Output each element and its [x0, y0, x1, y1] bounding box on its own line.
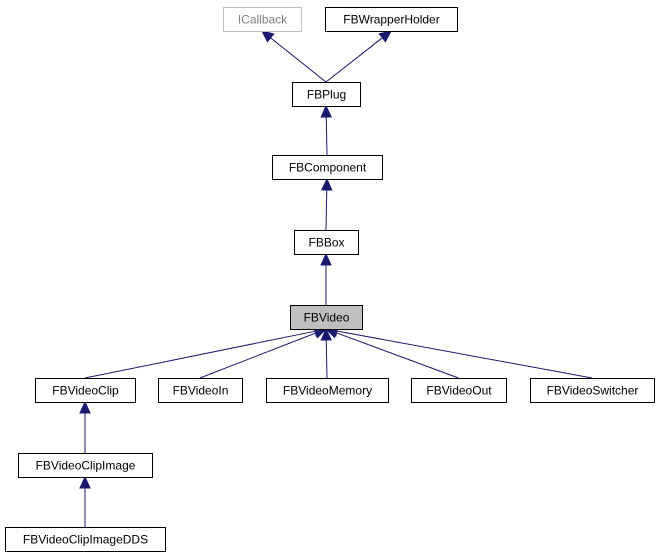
inheritance-edge — [320, 327, 333, 379]
class-node-label: FBWrapperHolder — [343, 13, 439, 27]
inheritance-edge — [199, 327, 328, 379]
class-node-box — [272, 155, 383, 180]
class-node-label: ICallback — [238, 13, 288, 27]
nodes-layer: ICallback FBWrapperHolderFBPlugFBComponen… — [5, 7, 655, 552]
inheritance-arrowhead — [320, 177, 333, 191]
class-node-label: FBVideoClipImage — [36, 459, 136, 473]
inheritance-arrowhead — [320, 327, 333, 341]
class-node-label: FBBox — [308, 236, 344, 250]
class-node-fbvideomemory[interactable]: FBVideoMemory — [266, 378, 389, 403]
class-node-label: FBComponent — [289, 161, 367, 175]
class-node-label: FBVideoClipImageDDS — [23, 533, 148, 547]
class-node-box — [5, 527, 166, 552]
class-node-box — [411, 378, 507, 403]
inheritance-arrowhead — [320, 252, 332, 266]
inheritance-edge — [320, 252, 332, 305]
class-node-box — [158, 378, 243, 403]
class-node-box — [18, 453, 153, 478]
class-node-label: FBVideoIn — [173, 384, 229, 398]
class-node-fbvideoout[interactable]: FBVideoOut — [411, 378, 507, 403]
class-node-label: FBVideoMemory — [283, 384, 372, 398]
inheritance-arrowhead — [79, 475, 91, 489]
inheritance-arrowhead — [261, 30, 275, 43]
class-node-fbwrapperholder[interactable]: FBWrapperHolder — [325, 7, 458, 32]
class-node-box — [35, 378, 136, 403]
class-node-label: FBVideo — [304, 311, 350, 325]
inheritance-edge — [261, 30, 327, 83]
class-node-fbvideo: FBVideo — [290, 305, 363, 330]
inheritance-edge — [324, 325, 593, 379]
class-node-label: FBVideoOut — [426, 384, 492, 398]
class-node-fbplug[interactable]: FBPlug — [292, 82, 361, 107]
inheritance-edge — [325, 30, 392, 83]
inheritance-edge — [79, 400, 91, 453]
class-node-box — [325, 7, 458, 32]
class-node-icallback[interactable]: ICallback — [223, 7, 302, 32]
inheritance-arrowhead — [320, 104, 333, 118]
class-node-box — [223, 7, 302, 32]
edges-layer — [79, 30, 593, 527]
inheritance-arrowhead — [79, 400, 91, 414]
class-node-label: FBPlug — [307, 88, 346, 102]
class-node-fbcomponent[interactable]: FBComponent — [272, 155, 383, 180]
inheritance-arrowhead — [378, 30, 392, 43]
inheritance-edge — [320, 104, 333, 156]
class-node-box — [294, 230, 359, 255]
class-node-label: FBVideoClip — [52, 384, 119, 398]
class-node-fbbox[interactable]: FBBox — [294, 230, 359, 255]
class-node-fbvideoclipimage[interactable]: FBVideoClipImage — [18, 453, 153, 478]
class-node-fbvideoclip[interactable]: FBVideoClip — [35, 378, 136, 403]
class-node-fbvideoclipimagedds[interactable]: FBVideoClipImageDDS — [5, 527, 166, 552]
class-node-box — [292, 82, 361, 107]
class-node-box — [530, 378, 655, 403]
class-node-fbvideoswitcher[interactable]: FBVideoSwitcher — [530, 378, 655, 403]
inheritance-edge — [320, 177, 333, 231]
inheritance-edge — [79, 475, 91, 527]
class-node-box — [290, 305, 363, 330]
inheritance-edge — [324, 327, 459, 379]
class-node-label: FBVideoSwitcher — [547, 384, 639, 398]
inheritance-edge — [84, 325, 328, 379]
class-node-fbvideoin[interactable]: FBVideoIn — [158, 378, 243, 403]
class-node-box — [266, 378, 389, 403]
